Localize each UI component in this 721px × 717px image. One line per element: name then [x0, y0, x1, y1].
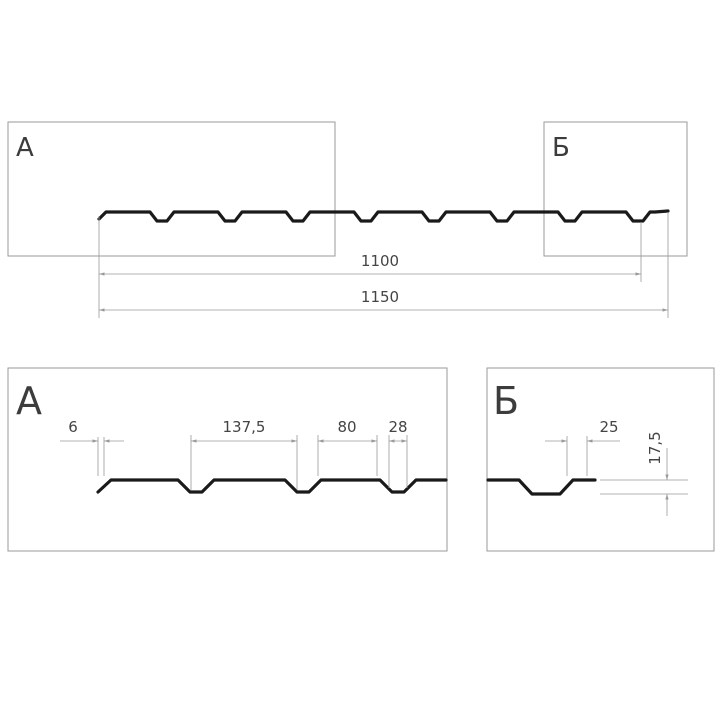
- dim-b-height-label: 17,5: [646, 431, 664, 464]
- overview-group: А Б 1100 1150: [7, 121, 688, 318]
- dim-b-25-label: 25: [599, 418, 618, 436]
- detail-b-group: Б 25 17,5: [486, 367, 715, 552]
- detail-b-label: Б: [493, 379, 519, 423]
- detail-a-group: А 6 137,5 80 28: [7, 367, 448, 552]
- dim-a-80-label: 80: [337, 418, 356, 436]
- frame-detail-a: [7, 367, 448, 552]
- frame-detail-b: [486, 367, 715, 552]
- dim-a-pitch-label: 137,5: [223, 418, 266, 436]
- frame-detail-b-zone: [543, 121, 688, 257]
- frame-detail-a-zone: [7, 121, 336, 257]
- overview-label-b: Б: [552, 133, 570, 163]
- detail-a-sheet-profile: [96, 478, 448, 494]
- detail-b-sheet-profile: [486, 478, 597, 496]
- detail-a-label: А: [16, 379, 42, 423]
- dim-label-1150: 1150: [361, 288, 399, 306]
- overview-sheet-profile: [97, 209, 670, 223]
- dim-label-1100: 1100: [361, 252, 399, 270]
- dim-a-28-label: 28: [388, 418, 407, 436]
- dim-a-6-label: 6: [68, 418, 78, 436]
- overview-label-a: А: [16, 133, 34, 163]
